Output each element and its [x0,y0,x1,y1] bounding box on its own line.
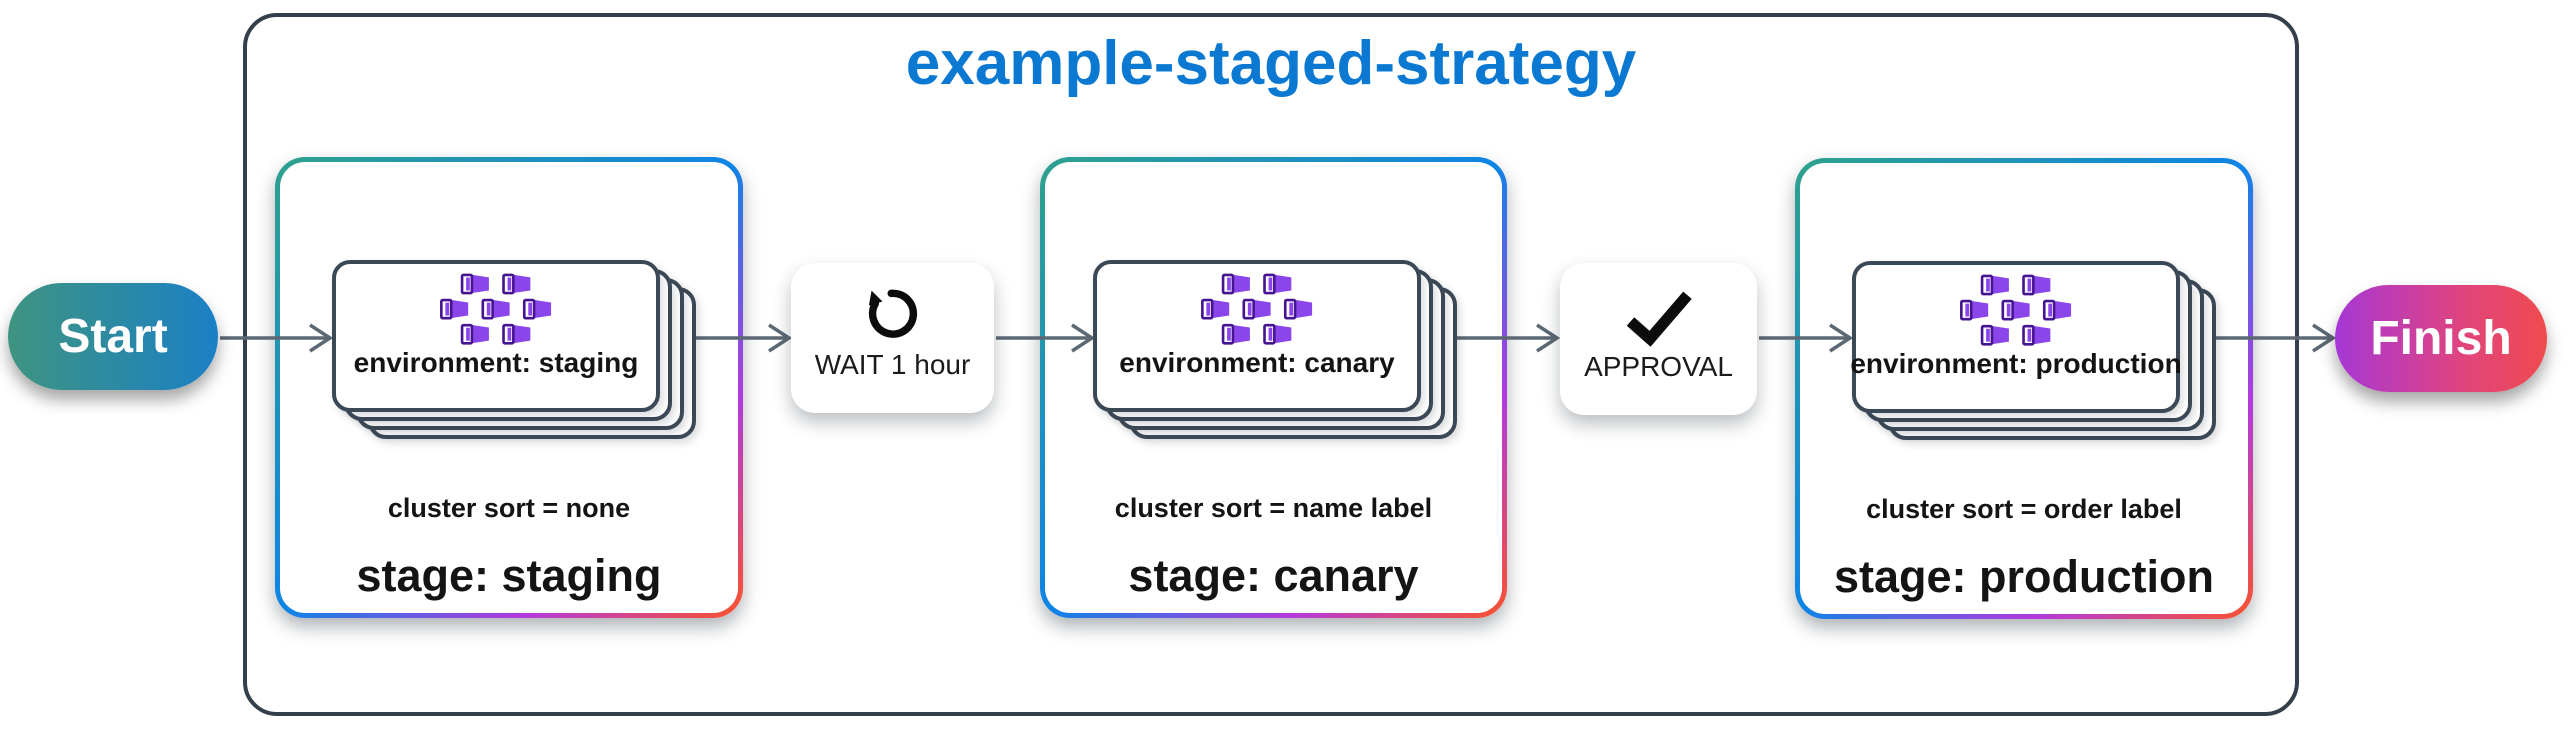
approval-label: APPROVAL [1584,351,1733,382]
environment-label: environment: staging [353,347,639,378]
stage-label: stage: production [1834,551,2214,602]
cluster-card: environment: canary [1093,260,1421,412]
cluster-sort-label: cluster sort = none [387,493,631,523]
cluster-card: environment: production [1850,261,2182,413]
wait-step-box: WAIT 1 hour [791,263,994,413]
approval-step-box: APPROVAL [1560,263,1757,415]
stage-label: stage: staging [356,550,662,601]
cluster-card-stack: environment: staging [332,260,696,439]
checkmark-icon [1626,291,1692,347]
cluster-card-stack: environment: production [1850,261,2216,440]
stage-label: stage: canary [1128,550,1419,601]
strategy-title: example-staged-strategy [905,29,1637,98]
cluster-sort-label: cluster sort = name label [1114,493,1433,523]
arrow-counterclockwise-icon [868,289,917,338]
environment-label: environment: canary [1119,347,1395,378]
cluster-card-stack: environment: canary [1093,260,1457,439]
cluster-card: environment: staging [332,260,660,412]
container-cluster-icon [440,273,552,345]
wait-label: WAIT 1 hour [814,349,971,380]
finish-node: Finish [2335,285,2547,392]
environment-label: environment: production [1850,348,2182,379]
start-node: Start [8,283,218,390]
container-cluster-icon [1201,273,1313,345]
container-cluster-icon [1960,274,2072,346]
cluster-sort-label: cluster sort = order label [1866,494,2182,524]
